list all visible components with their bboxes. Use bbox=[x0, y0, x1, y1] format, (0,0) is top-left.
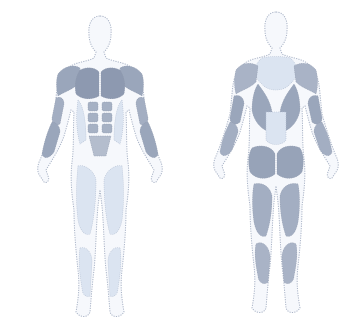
front-right-forearm bbox=[140, 122, 158, 158]
front-left-pectoral bbox=[75, 68, 99, 99]
back-left-glute bbox=[249, 146, 275, 178]
back-right-glute bbox=[277, 146, 303, 178]
front-body-outline bbox=[38, 16, 163, 317]
front-abs-segment bbox=[102, 102, 112, 111]
front-abs-segment bbox=[88, 124, 98, 133]
front-left-forearm bbox=[42, 122, 60, 158]
front-body-figure bbox=[38, 16, 163, 317]
front-abs-segment bbox=[102, 113, 112, 122]
back-body-figure bbox=[214, 12, 339, 313]
front-right-pectoral bbox=[101, 68, 125, 99]
front-abs-segment bbox=[88, 113, 98, 122]
front-abs-segment bbox=[88, 102, 98, 111]
back-lower-back bbox=[266, 112, 286, 145]
front-abs-segment bbox=[102, 124, 112, 133]
